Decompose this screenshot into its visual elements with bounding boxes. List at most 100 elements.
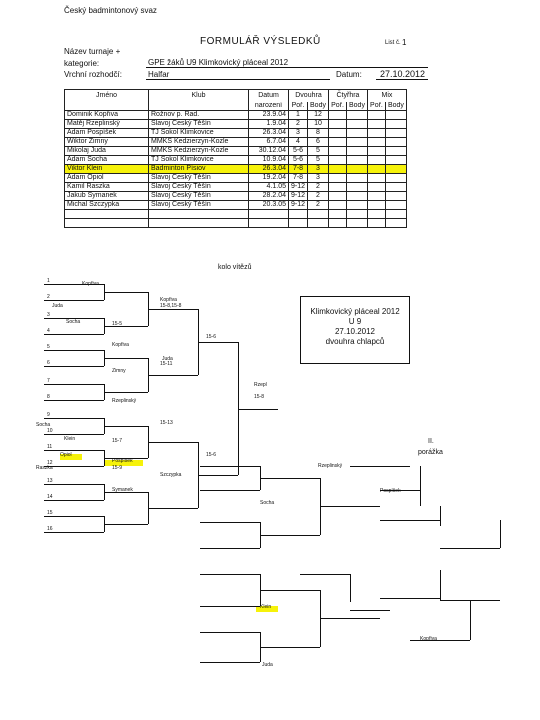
empty-cell [345,155,368,165]
bracket-line [200,548,260,549]
player-club: TJ Sokol Klimkovice [148,128,249,138]
seed-number: 9 [47,412,50,418]
empty-cell [345,182,368,192]
sub-rank: Poř. [366,102,386,111]
player-entry: Socha [66,319,81,325]
empty-cell [327,119,347,129]
referee-label: Vrchní rozhodčí: [64,70,122,79]
bracket-line [44,318,104,319]
match-score: 15-13 [160,420,173,426]
empty-cell [327,155,347,165]
empty-cell [366,146,386,156]
bracket-line [104,492,148,493]
bracket-line [44,484,104,485]
bracket-line [148,309,198,310]
player-entry: Pospíšek [112,458,133,464]
bracket-line [104,426,148,427]
bracket-line [410,640,470,641]
player-entry: Raszka [36,465,53,471]
empty-cell [345,164,368,174]
empty-cell [384,128,407,138]
player-birth: 4.1.05 [248,182,289,192]
singles-rank: 5-6 [287,146,309,156]
bracket-line [200,466,260,467]
empty-cell [366,164,386,174]
col-birth-header-2: narození [248,102,289,111]
bracket-line [200,490,260,491]
empty-cell [345,200,368,210]
winners-round-title: kolo vítězů [218,264,252,271]
seed-number: 5 [47,344,50,350]
player-name: Dominik Kopřiva [64,110,149,120]
bracket-line [260,478,320,479]
player-name: Mikolaj Juda [64,146,149,156]
player-birth: 26.3.04 [248,164,289,174]
empty-cell [384,200,407,210]
sub-points: Body [307,102,329,111]
player-birth: 6.7.04 [248,137,289,147]
bracket-line [200,662,260,663]
seed-number: 16 [47,526,53,532]
player-entry: Kopřiva [82,281,99,287]
player-name: Viktor Klein [64,164,149,174]
bracket-line [44,418,104,419]
bracket-line [500,520,501,548]
empty-cell [327,218,347,228]
singles-points: 8 [307,128,329,138]
bracket-line [148,375,198,376]
singles-rank: 1 [287,110,309,120]
seed-number: 8 [47,394,50,400]
empty-cell [366,128,386,138]
match-score: 15-6 [206,452,217,458]
date-label: Datum: [336,70,362,79]
singles-rank [287,218,309,228]
empty-cell [327,182,347,192]
player-entry: Juda [162,356,173,362]
player-birth: 10.9.04 [248,155,289,165]
bracket-line [200,632,260,633]
seed-number: 4 [47,328,50,334]
player-name: Adam Pospíšek [64,128,149,138]
player-entry: Opiol [60,452,72,458]
empty-cell [345,146,368,156]
player-entry: Pospíšek [380,488,401,494]
player-entry: Socha [36,422,51,428]
empty-cell [327,146,347,156]
empty-cell [384,110,407,120]
empty-cell [366,155,386,165]
col-name-header: Jméno [64,89,149,102]
empty-cell [366,209,386,219]
sub-rank: Poř. [287,102,309,111]
sub-points: Body [345,102,368,111]
bracket-line [238,408,278,410]
empty-cell [345,128,368,138]
empty-cell [327,164,347,174]
bracket-line [380,490,420,491]
player-entry: Klein [64,436,76,442]
losers-title-2: porážka [418,449,443,456]
highlight-entry [60,454,82,460]
bracket-line [300,574,350,575]
player-club: TJ Sokol Klimkovice [148,155,249,165]
player-birth: 23.9.04 [248,110,289,120]
player-entry: Szczypka [160,472,182,478]
col-doubles-header: Čtyřhra [327,89,368,102]
empty-cell [327,191,347,201]
bracket-line [104,392,148,393]
page-number: 1 [402,38,407,47]
player-birth: 19.2.04 [248,173,289,183]
bracket-line [44,532,104,533]
bracket-line [44,450,104,451]
empty-cell [366,182,386,192]
bracket-line [44,466,104,467]
empty-cell [345,137,368,147]
match-score: 15-11 [160,361,173,367]
empty-cell [384,209,407,219]
match-score: 15-6 [206,334,217,340]
singles-rank: 5-6 [287,155,309,165]
referee-value: Halfar [148,70,170,79]
